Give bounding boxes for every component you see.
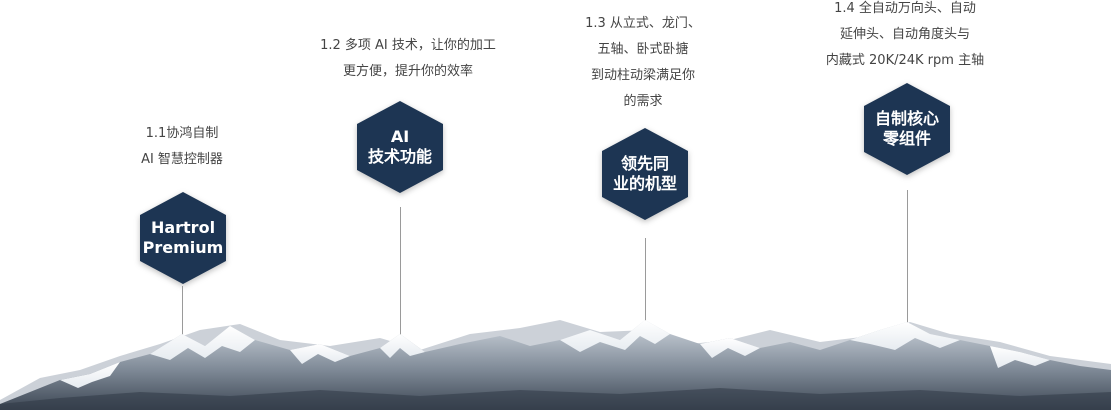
feature-1-badge-label: Hartrol Premium xyxy=(130,192,236,284)
feature-4-badge-label: 自制核心 零组件 xyxy=(854,83,960,175)
hexagon-shape xyxy=(357,101,443,193)
feature-1-badge: Hartrol Premium xyxy=(140,192,226,284)
feature-3-badge-line-1: 领先同 xyxy=(620,154,669,173)
feature-2-caption-line-1: 1.2 多项 AI 技术，让你的加工 xyxy=(320,38,496,53)
feature-1-caption-line-1: 1.1协鸿自制 xyxy=(145,126,219,141)
feature-4-caption-line-2: 延伸头、自动角度头与 xyxy=(839,27,970,42)
feature-1-caption: 1.1协鸿自制 AI 智慧控制器 xyxy=(122,121,242,173)
feature-4-caption-line-3: 内藏式 20K/24K rpm 主轴 xyxy=(825,53,985,68)
feature-2-badge-line-1: AI xyxy=(390,127,410,146)
feature-3-pin-line xyxy=(645,238,646,350)
feature-4-pin-line xyxy=(907,190,908,350)
feature-1-caption-line-2: AI 智慧控制器 xyxy=(141,152,223,167)
feature-3-badge-line-2: 业的机型 xyxy=(612,174,677,193)
feature-4-badge-line-2: 零组件 xyxy=(882,129,931,148)
feature-3-badge-label: 领先同 业的机型 xyxy=(592,128,698,220)
feature-2-badge-label: AI 技术功能 xyxy=(347,101,453,193)
feature-1-badge-line-2: Premium xyxy=(142,238,224,257)
hexagon-shape xyxy=(864,83,950,175)
mountain-range-illustration xyxy=(0,320,1111,410)
feature-2-pin-line xyxy=(400,207,401,372)
feature-3-caption-line-4: 的需求 xyxy=(623,94,663,109)
feature-2-badge-line-2: 技术功能 xyxy=(367,147,432,166)
feature-2-caption-line-2: 更方便，提升你的效率 xyxy=(342,64,473,79)
feature-4-caption: 1.4 全自动万向头、自动 延伸头、自动角度头与 内藏式 20K/24K rpm… xyxy=(800,0,1010,74)
feature-4-caption-line-1: 1.4 全自动万向头、自动 xyxy=(834,1,976,16)
feature-3-caption: 1.3 从立式、龙门、 五轴、卧式卧搪 到动柱动梁满足你 的需求 xyxy=(568,11,718,115)
hexagon-shape xyxy=(140,192,226,284)
feature-3-caption-line-2: 五轴、卧式卧搪 xyxy=(597,42,689,57)
feature-1-badge-line-1: Hartrol xyxy=(150,218,216,237)
feature-2-caption: 1.2 多项 AI 技术，让你的加工 更方便，提升你的效率 xyxy=(298,33,518,85)
feature-3-badge: 领先同 业的机型 xyxy=(602,128,688,220)
feature-4-badge-line-1: 自制核心 xyxy=(874,109,939,128)
feature-3-caption-line-1: 1.3 从立式、龙门、 xyxy=(585,16,701,31)
feature-2-badge: AI 技术功能 xyxy=(357,101,443,193)
feature-4-badge: 自制核心 零组件 xyxy=(864,83,950,175)
feature-3-caption-line-3: 到动柱动梁满足你 xyxy=(590,68,695,83)
feature-1-pin-line xyxy=(182,286,183,358)
hexagon-shape xyxy=(602,128,688,220)
